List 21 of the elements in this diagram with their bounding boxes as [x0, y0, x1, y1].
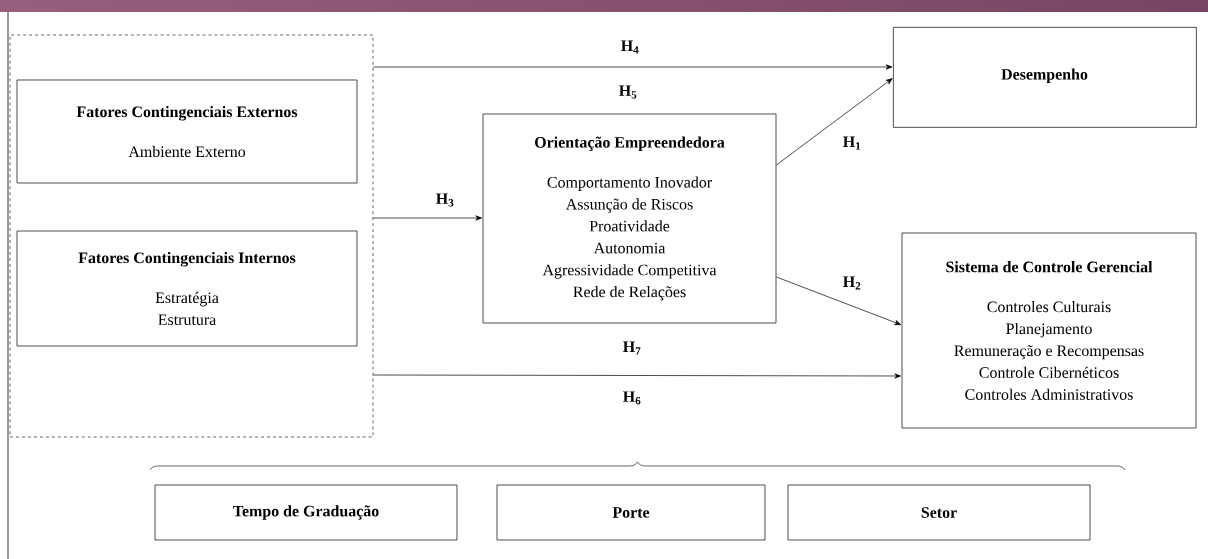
concept-box: Fatores Contingenciais Externos Ambiente Externo: [16, 79, 358, 184]
edge-label: H$_{4}$: [619, 39, 641, 55]
concept-box: Sistema de Controle Gerencial Controles Culturais Planejamento Remuneração e Recompensas Controle Cibernéticos Controles Administrativos: [901, 232, 1197, 429]
arrow: [372, 373, 901, 379]
arrow: [776, 78, 893, 166]
hypothesis-label: H$_{5}$: [619, 85, 637, 99]
concept-box: Desempenho: [893, 27, 1197, 128]
edge-label: H$_{1}$: [841, 135, 863, 151]
concept-box: Setor: [787, 484, 1091, 541]
concept-box: Porte: [496, 484, 766, 541]
edge-label: H$_{7}$: [621, 340, 643, 356]
hypothesis-label: H$_{6}$: [623, 391, 641, 405]
edge-label: H$_{2}$: [841, 275, 863, 291]
concept-box: Orientação Empreendedora Comportamento Inovador Assunção de Riscos Proatividade Autonomia Agressividade Competitiva Rede de Relações: [482, 113, 777, 324]
arrow: [776, 276, 902, 325]
edge-label: H$_{3}$: [434, 192, 456, 208]
concept-box: Fatores Contingenciais Internos Estratégia Estrutura: [16, 230, 358, 347]
arrow: [372, 64, 893, 70]
dashed-group-frame: [9, 34, 374, 438]
concept-box: Tempo de Graduação: [154, 484, 458, 541]
arrow: [372, 215, 483, 221]
